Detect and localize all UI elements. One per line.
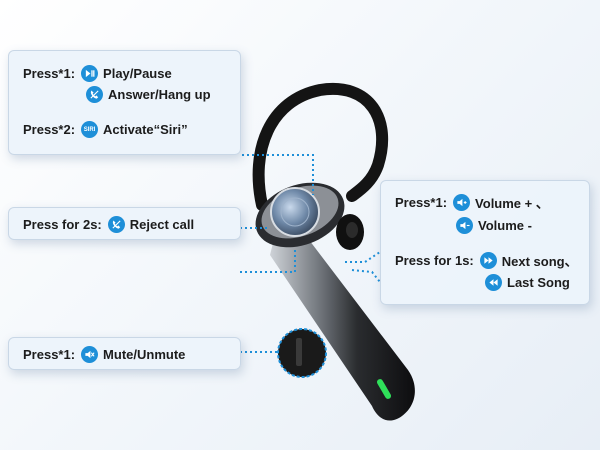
volume-up-label: Volume + 、 bbox=[475, 196, 549, 211]
panel-reject: Press for 2s: Reject call bbox=[8, 207, 241, 240]
play-pause-label: Play/Pause bbox=[103, 66, 172, 81]
press-label: Press*1: bbox=[395, 195, 448, 210]
connector-vol bbox=[240, 250, 296, 273]
phone-icon bbox=[86, 86, 103, 103]
panel-playback: Press*1: Play/Pause Answer/Hang up Press… bbox=[8, 50, 241, 155]
press-label: Press*2: bbox=[23, 122, 76, 137]
previous-song-icon bbox=[485, 274, 502, 291]
row-next-song: Press for 1s: Next song、 bbox=[395, 251, 578, 270]
press-label: Press*1: bbox=[23, 347, 76, 362]
row-play-pause: Press*1: Play/Pause bbox=[23, 65, 172, 82]
connector-top bbox=[242, 154, 314, 195]
row-mute: Press*1: Mute/Unmute bbox=[23, 346, 185, 363]
volume-down-label: Volume - bbox=[478, 218, 532, 233]
row-last-song: Last Song bbox=[485, 274, 570, 291]
row-answer: Answer/Hang up bbox=[86, 86, 211, 103]
last-song-label: Last Song bbox=[507, 275, 570, 290]
row-siri: Press*2: SIRI Activate“Siri” bbox=[23, 121, 188, 138]
play-pause-icon bbox=[81, 65, 99, 82]
panel-volume-songs: Press*1: Volume + 、 Volume - Press for 1… bbox=[380, 180, 590, 305]
answer-label: Answer/Hang up bbox=[108, 87, 211, 102]
earpiece-stem bbox=[270, 228, 415, 421]
ear-hook bbox=[252, 82, 389, 211]
connector-right bbox=[345, 251, 381, 263]
volume-down-icon bbox=[456, 217, 473, 234]
multifunction-button bbox=[270, 187, 320, 237]
reject-call-icon bbox=[107, 216, 125, 233]
volume-up-icon bbox=[453, 194, 471, 211]
siri-label: Activate“Siri” bbox=[103, 122, 188, 137]
row-volume-up: Press*1: Volume + 、 bbox=[395, 193, 549, 212]
press-label: Press*1: bbox=[23, 66, 76, 81]
connector-right2 bbox=[351, 269, 381, 283]
next-song-icon bbox=[479, 252, 497, 269]
reject-label: Reject call bbox=[129, 217, 195, 232]
mute-label: Mute/Unmute bbox=[103, 347, 186, 362]
press-label: Press for 1s: bbox=[395, 253, 474, 268]
row-volume-down: Volume - bbox=[456, 217, 532, 234]
row-reject: Press for 2s: Reject call bbox=[23, 216, 194, 233]
siri-icon: SIRI bbox=[81, 121, 99, 138]
panel-mute: Press*1: Mute/Unmute bbox=[8, 337, 241, 370]
next-song-label: Next song、 bbox=[501, 254, 578, 269]
mute-icon bbox=[81, 346, 99, 363]
led-indicator bbox=[377, 379, 391, 399]
press-label: Press for 2s: bbox=[23, 217, 102, 232]
